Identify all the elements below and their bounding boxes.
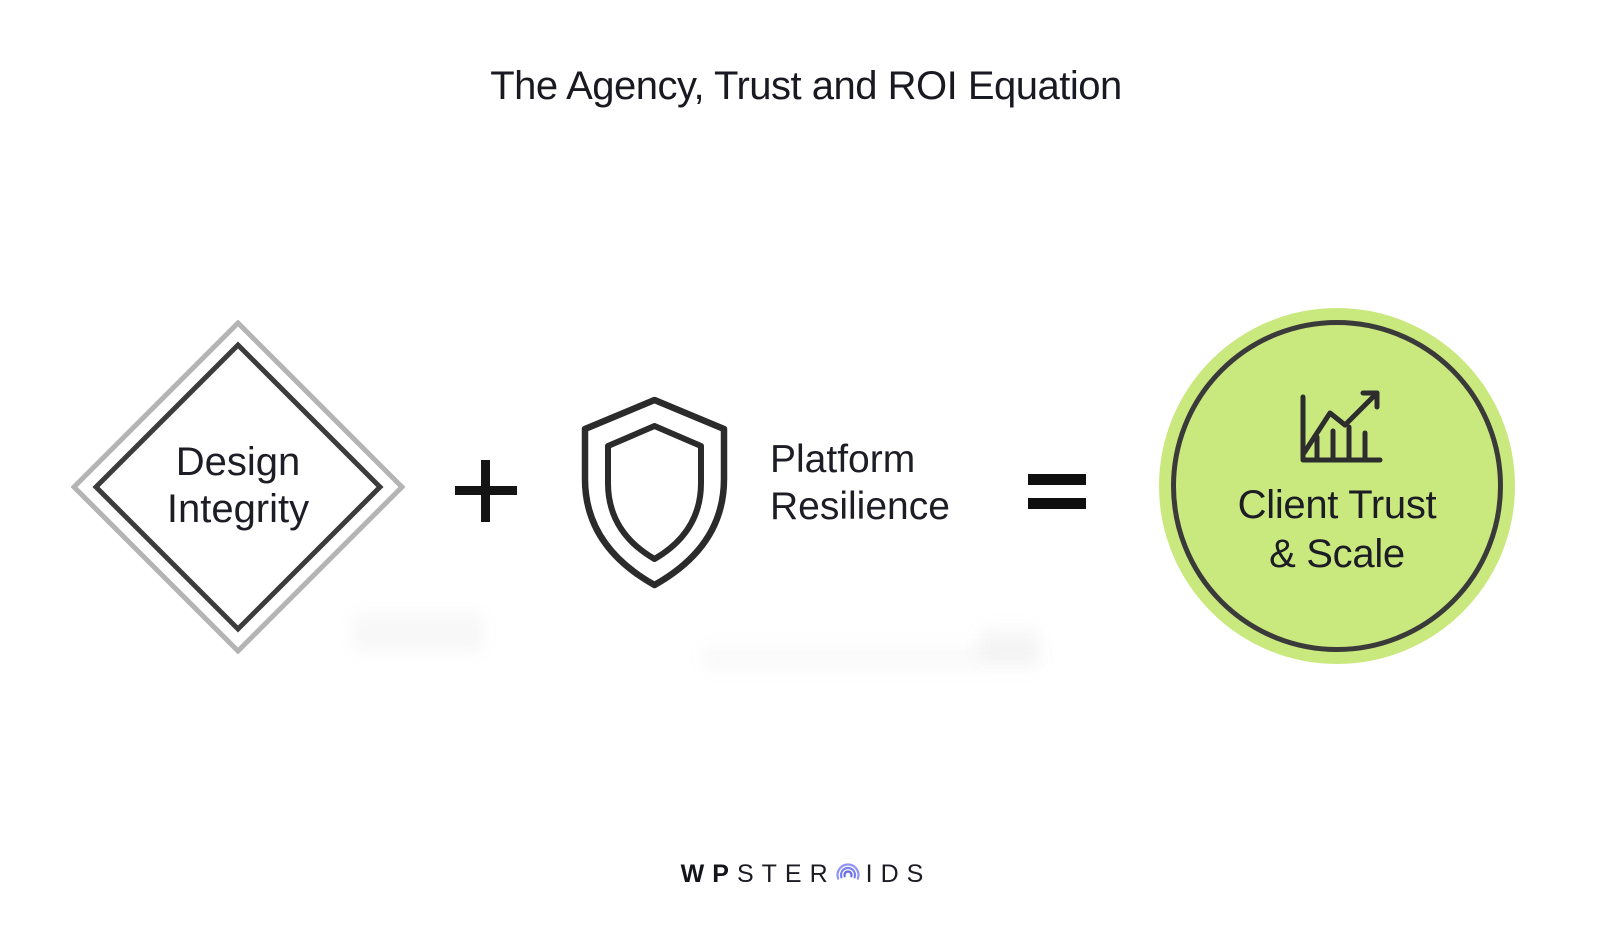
client-trust-label: Client Trust & Scale [1159, 481, 1515, 579]
concentric-arcs-icon [836, 863, 860, 880]
brand-ids-text: IDS [865, 860, 932, 888]
shadow-smudge [978, 626, 1040, 662]
shadow-smudge [702, 645, 1042, 671]
client-trust-line1: Client Trust [1237, 483, 1437, 527]
design-integrity-line1: Design [175, 440, 301, 484]
platform-resilience-label: Platform Resilience [770, 436, 950, 530]
shadow-smudge [352, 613, 484, 653]
growth-chart-icon [1300, 390, 1383, 463]
plus-operator: + [455, 460, 517, 522]
equals-operator: = [1028, 474, 1086, 509]
equals-bottom-bar [1028, 498, 1086, 509]
platform-resilience-line1: Platform [770, 438, 916, 481]
equals-top-bar [1028, 474, 1086, 485]
design-integrity-label: Design Integrity [71, 439, 405, 533]
page-title: The Agency, Trust and ROI Equation [490, 64, 1122, 108]
result-circle-ring [1171, 320, 1503, 652]
platform-resilience-line2: Resilience [770, 485, 950, 528]
client-trust-line2: & Scale [1269, 532, 1405, 576]
shield-icon [581, 396, 728, 589]
brand-wp-text: WP [680, 860, 737, 888]
brand-ster-text: STER [736, 860, 836, 888]
diamond-icon [71, 320, 405, 654]
plus-symbol-text: + [455, 460, 456, 461]
design-integrity-line2: Integrity [166, 487, 310, 531]
plus-vertical-bar [481, 460, 490, 522]
